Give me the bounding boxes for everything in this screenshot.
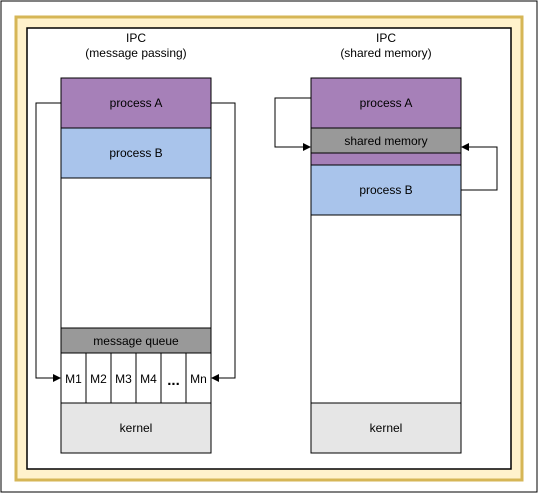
arrow-process-a-to-shared — [274, 97, 311, 151]
message-m2: M2 — [90, 372, 107, 386]
message-m4: M4 — [140, 372, 157, 386]
right-kernel-box — [310, 402, 462, 454]
message-m1: M1 — [65, 372, 82, 386]
right-process-a-label: process A — [360, 96, 413, 110]
shared-memory-label: shared memory — [344, 134, 427, 148]
left-process-a-box — [60, 77, 212, 129]
message-mn: Mn — [190, 372, 207, 386]
left-title-line2: (message passing) — [85, 46, 186, 60]
left-memory-space — [60, 177, 212, 329]
arrow-queue-to-process-a — [211, 102, 236, 382]
left-process-b-label: process B — [109, 146, 162, 160]
message-queue-box — [60, 327, 212, 354]
left-kernel-box — [60, 402, 212, 454]
right-kernel-label: kernel — [370, 421, 403, 435]
message-ellipsis: ... — [167, 372, 180, 389]
right-title-line2: (shared memory) — [340, 46, 431, 60]
message-queue-label: message queue — [93, 334, 179, 348]
right-process-b-label: process B — [359, 183, 412, 197]
right-memory-space — [310, 214, 462, 404]
message-m3: M3 — [115, 372, 132, 386]
left-process-a-label: process A — [110, 96, 163, 110]
left-kernel-label: kernel — [120, 421, 153, 435]
arrow-process-b-to-shared — [461, 143, 498, 191]
left-title-line1: IPC — [126, 31, 146, 45]
right-title-line1: IPC — [376, 31, 396, 45]
arrow-process-a-to-queue — [35, 102, 61, 382]
left-process-b-box — [60, 127, 212, 179]
right-process-b-box — [310, 164, 462, 216]
shared-memory-box — [310, 127, 462, 154]
